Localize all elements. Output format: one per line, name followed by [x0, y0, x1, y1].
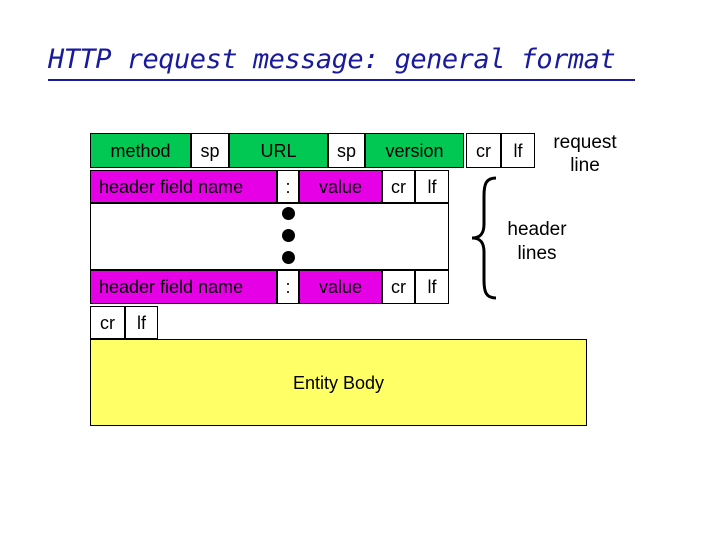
lf-field-request: lf: [501, 133, 535, 168]
lf-field-header-2: lf: [415, 270, 449, 304]
header-value-1: value: [299, 170, 382, 203]
request-line-label-1: request: [553, 132, 617, 153]
entity-body: Entity Body: [90, 339, 587, 426]
colon-2: :: [277, 270, 299, 304]
cr-field-header-1: cr: [382, 170, 415, 203]
cr-field-request: cr: [466, 133, 501, 168]
sp-field-2: sp: [328, 133, 365, 168]
slide-title: HTTP request message: general format: [48, 44, 616, 75]
request-line-label-2: line: [570, 155, 600, 176]
header-lines-label-1: header: [507, 219, 567, 240]
lf-field-header-1: lf: [415, 170, 449, 203]
sp-field-1: sp: [191, 133, 229, 168]
header-value-2: value: [299, 270, 382, 304]
method-field: method: [90, 133, 191, 168]
ellipsis-dot-3: [282, 251, 295, 264]
header-field-name-1: header field name: [90, 170, 277, 203]
title-underline: [48, 79, 635, 81]
cr-field-blank: cr: [90, 306, 125, 339]
header-ellipsis-region: [90, 203, 449, 270]
url-field: URL: [229, 133, 328, 168]
colon-1: :: [277, 170, 299, 203]
ellipsis-dot-2: [282, 229, 295, 242]
ellipsis-dot-1: [282, 207, 295, 220]
lf-field-blank: lf: [125, 306, 158, 339]
header-lines-brace: [471, 176, 497, 300]
cr-field-header-2: cr: [382, 270, 415, 304]
header-field-name-2: header field name: [90, 270, 277, 304]
version-field: version: [365, 133, 464, 168]
header-lines-label-2: lines: [517, 243, 557, 264]
